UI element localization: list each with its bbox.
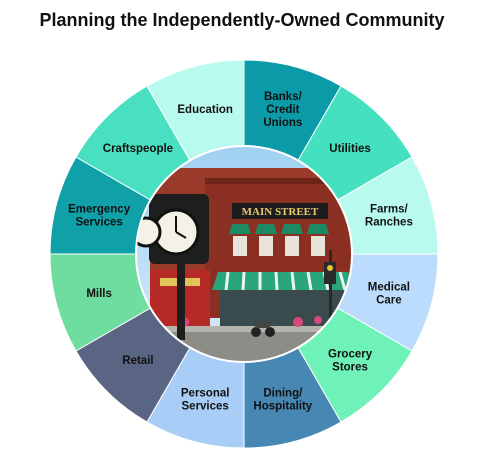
segment-label-line: Medical [368,281,410,293]
segment-label-line: Care [376,294,402,306]
segment-label-line: Craftspeople [103,143,173,155]
segment-label-line: Utilities [329,143,371,155]
segment-label-line: Education [177,104,233,116]
segment-label-line: Credit [266,104,299,116]
segment-label-line: Banks/ [264,91,303,103]
segment-label: Craftspeople [103,143,173,155]
segment-label: Retail [122,355,153,367]
segment-label-line: Mills [86,288,112,300]
segment-label-line: Dining/ [263,387,303,399]
segment-label: Mills [86,288,112,300]
segment-label-line: Unions [263,117,302,129]
segment-label: Dining/Hospitality [253,387,312,412]
segment-label-line: Services [182,400,229,412]
segment-label-line: Services [75,217,122,229]
main-street-sign: MAIN STREET [242,206,319,218]
segment-label-line: Grocery [328,349,373,361]
segment-label-line: Hospitality [253,400,312,412]
segment-label: Education [177,104,233,116]
segment-label-line: Ranches [365,217,413,229]
segment-label: Farms/Ranches [365,204,413,229]
segment-label: Utilities [329,143,371,155]
segment-label-line: Stores [332,362,368,374]
segment-label-line: Retail [122,355,153,367]
segment-label-line: Emergency [68,204,131,216]
diagram-title: Planning the Independently-Owned Communi… [39,10,445,30]
segment-label-line: Personal [181,387,230,399]
segment-label-line: Farms/ [370,204,409,216]
